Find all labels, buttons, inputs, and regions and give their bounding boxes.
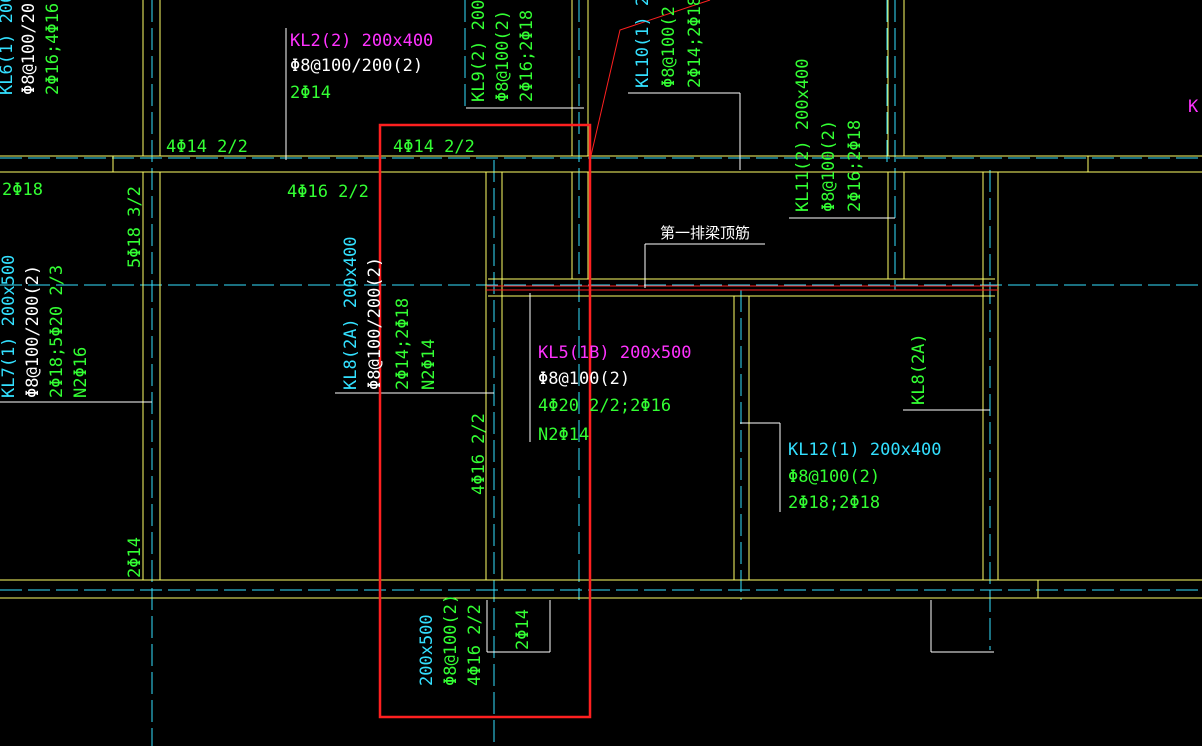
kl7-name: KL7(1) 200x500 <box>0 255 19 398</box>
kl5-bottom: 4Φ20 2/2;2Φ16 <box>538 396 671 416</box>
kl-bottom-size: 200x500 <box>417 614 437 686</box>
kl-bottom-label-group: 200x500 Φ8@100(2) 4Φ16 2/2 <box>417 594 485 686</box>
kl9-bars: 2Φ16;2Φ18 <box>517 10 537 102</box>
bar-4phi14-mid: 4Φ14 2/2 <box>393 137 475 157</box>
note-first-row: 第一排梁顶筋 <box>660 224 750 242</box>
kl6-label-group: KL6(1) 200 Φ8@100/20 2Φ16;4Φ16 <box>0 0 63 95</box>
kl12-stirrup: Φ8@100(2) <box>788 467 880 487</box>
kl10-label-group: KL10(1) 20 Φ8@100(2 2Φ14;2Φ18 <box>633 0 705 88</box>
bar-2phi14-left: 2Φ14 <box>125 537 145 578</box>
kl8a-label-group: KL8(2A) 200x400 Φ8@100/200(2) 2Φ14;2Φ18 … <box>341 236 439 390</box>
kl11-bars: 2Φ16;2Φ18 <box>845 120 865 212</box>
kl10-stirrup: Φ8@100(2 <box>659 6 679 88</box>
beam-top-rebar-line <box>486 285 998 291</box>
kl6-bars: 2Φ16;4Φ16 <box>43 3 63 95</box>
kl8a-stirrup: Φ8@100/200(2) <box>365 257 385 390</box>
bar-4phi16: 4Φ16 2/2 <box>287 182 369 202</box>
kl11-stirrup: Φ8@100(2) <box>819 120 839 212</box>
kl8a-torsion: N2Φ14 <box>419 339 439 390</box>
kl7-label-group: KL7(1) 200x500 Φ8@100/200(2) 2Φ18;5Φ20 2… <box>0 255 91 398</box>
kl11-name: KL11(2) 200x400 <box>793 58 813 212</box>
bar-2phi14-bottom: 2Φ14 <box>513 609 533 650</box>
kl8a-name: KL8(2A) 200x400 <box>341 236 361 390</box>
kl5-torsion: N2Φ14 <box>538 425 589 445</box>
kl7-bars: 2Φ18;5Φ20 2/3 <box>47 265 67 398</box>
kl2-top: 2Φ14 <box>290 83 331 103</box>
kl12-bars: 2Φ18;2Φ18 <box>788 493 880 513</box>
kl9-name: KL9(2) 200x4 <box>469 0 489 102</box>
kl10-name: KL10(1) 20 <box>633 0 653 88</box>
kl9-label-group: KL9(2) 200x4 Φ8@100(2) 2Φ16;2Φ18 <box>469 0 537 102</box>
kl-bottom-stirrup: Φ8@100(2) <box>441 594 461 686</box>
kl8a-bars: 2Φ14;2Φ18 <box>393 298 413 390</box>
kl11-label-group: KL11(2) 200x400 Φ8@100(2) 2Φ16;2Φ18 <box>793 58 865 212</box>
kl7-torsion: N2Φ16 <box>71 347 91 398</box>
kl6-stirrup: Φ8@100/20 <box>19 3 39 95</box>
bar-5phi18: 5Φ18 3/2 <box>125 186 145 268</box>
kl6-name: KL6(1) 200 <box>0 0 17 95</box>
kl9-stirrup: Φ8@100(2) <box>493 10 513 102</box>
bar-2phi18: 2Φ18 <box>2 180 43 200</box>
kl10-bars: 2Φ14;2Φ18 <box>685 0 705 88</box>
kl5-name: KL5(1B) 200x500 <box>538 343 692 363</box>
kl5-stirrup: Φ8@100(2) <box>538 369 630 389</box>
beam-lines <box>0 0 1202 599</box>
kl2-stirrup: Φ8@100/200(2) <box>290 56 423 76</box>
kl7-stirrup: Φ8@100/200(2) <box>23 265 43 398</box>
k-edge-label: K <box>1188 97 1199 117</box>
red-markup <box>378 0 711 719</box>
leader-lines <box>0 28 994 653</box>
highlight-box <box>378 123 592 719</box>
kl-bottom-bars: 4Φ16 2/2 <box>465 604 485 686</box>
kl12-name: KL12(1) 200x400 <box>788 440 942 460</box>
bar-4phi16-vertical: 4Φ16 2/2 <box>469 413 489 495</box>
kl8b-name: KL8(2A) <box>909 333 929 405</box>
bar-4phi14-left: 4Φ14 2/2 <box>166 137 248 157</box>
kl2-name: KL2(2) 200x400 <box>290 31 433 51</box>
